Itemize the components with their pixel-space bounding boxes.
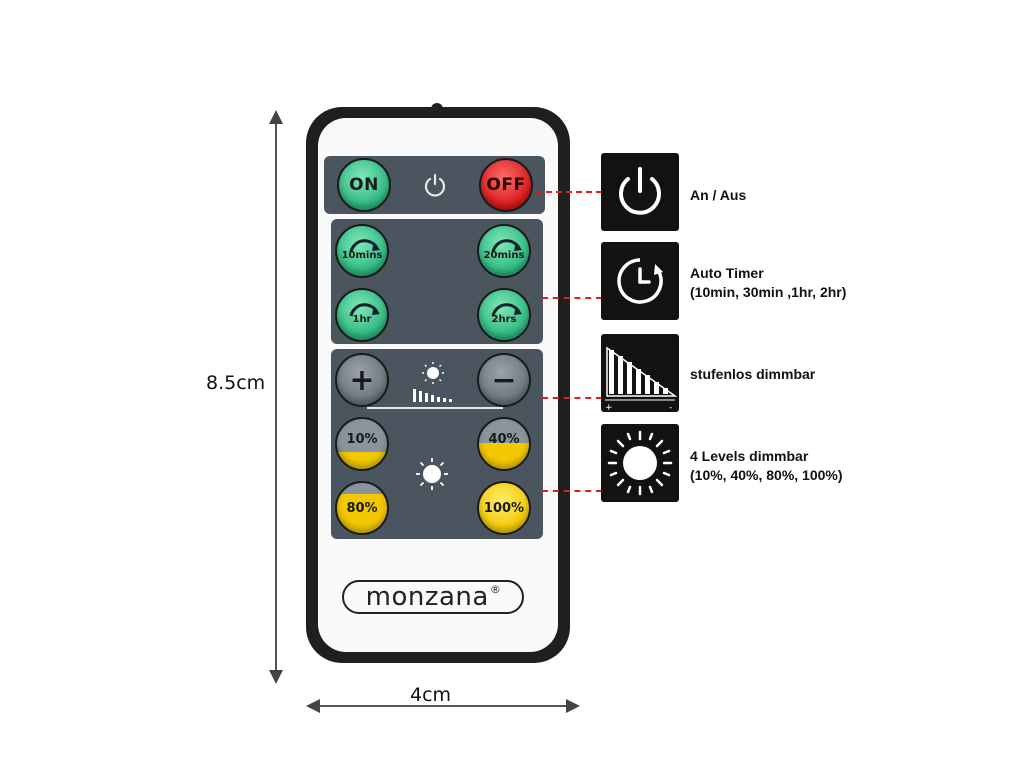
sun-small-icon: [418, 360, 448, 391]
leader-line-power: [536, 191, 602, 193]
level-label: 100%: [483, 500, 525, 516]
height-label: 8.5cm: [206, 372, 266, 394]
arrow-down-icon: [269, 670, 283, 684]
ir-emitter: [431, 103, 443, 109]
timer-arrow-icon: [349, 239, 380, 253]
off-button-label: OFF: [486, 175, 526, 195]
feature-dimmer-label: stufenlos dimmbar: [690, 366, 816, 382]
timer-arrow-icon: [491, 303, 522, 317]
power-icon: [601, 153, 679, 231]
minus-label: −: [491, 362, 517, 398]
dim-minus-button[interactable]: −: [477, 353, 531, 407]
sun-large-icon: [414, 456, 450, 497]
level-100-button[interactable]: 100%: [477, 481, 531, 535]
level-80-button[interactable]: 80%: [335, 481, 389, 535]
feature-timer-label: Auto Timer (10min, 30min ,1hr, 2hr): [690, 264, 846, 302]
svg-text:-: -: [669, 403, 672, 412]
width-label: 4cm: [410, 684, 452, 706]
feature-levels-label: 4 Levels dimmbar (10%, 40%, 80%, 100%): [690, 447, 843, 485]
off-button[interactable]: OFF: [479, 158, 533, 212]
feature-levels-detail: (10%, 40%, 80%, 100%): [690, 467, 843, 483]
dim-plus-button[interactable]: +: [335, 353, 389, 407]
brand-logo: monzana®: [342, 580, 524, 614]
feature-power-label: An / Aus: [690, 187, 747, 203]
leader-line-timer: [542, 297, 602, 299]
power-icon: [422, 172, 448, 203]
sun-brightness-icon: [601, 424, 679, 502]
arrow-up-icon: [269, 110, 283, 124]
timer-20mins-button[interactable]: 20mins: [477, 224, 531, 278]
timer-2hrs-button[interactable]: 2hrs: [477, 288, 531, 342]
dimmer-separator: [367, 407, 503, 409]
timer-arrow-icon: [491, 239, 522, 253]
level-40-button[interactable]: 40%: [477, 417, 531, 471]
width-dimension-line: [312, 705, 578, 707]
clock-timer-icon: [601, 242, 679, 320]
feature-timer-title: Auto Timer: [690, 265, 764, 281]
svg-text:+: +: [605, 403, 613, 412]
on-button[interactable]: ON: [337, 158, 391, 212]
level-label: 10%: [346, 431, 378, 447]
timer-label: 1hr: [352, 313, 372, 325]
plus-label: +: [349, 362, 375, 398]
registered-mark: ®: [489, 582, 502, 596]
timer-label: 2hrs: [491, 313, 517, 325]
timer-1hr-button[interactable]: 1hr: [335, 288, 389, 342]
timer-10mins-button[interactable]: 10mins: [335, 224, 389, 278]
level-label: 80%: [346, 500, 378, 516]
feature-timer-detail: (10min, 30min ,1hr, 2hr): [690, 284, 847, 300]
on-button-label: ON: [349, 175, 379, 195]
leader-line-levels: [542, 490, 602, 492]
dimmer-ramp-icon: + -: [601, 334, 679, 413]
level-label: 40%: [488, 431, 520, 447]
dim-level-bars-icon: [413, 389, 457, 408]
leader-line-dimmer: [542, 397, 602, 399]
timer-label: 20mins: [483, 249, 525, 261]
height-dimension-line: [275, 114, 277, 680]
arrow-left-icon: [306, 699, 320, 713]
level-10-button[interactable]: 10%: [335, 417, 389, 471]
timer-label: 10mins: [341, 249, 383, 261]
feature-levels-title: 4 Levels dimmbar: [690, 448, 809, 464]
timer-arrow-icon: [349, 303, 380, 317]
brand-name: monzana: [365, 582, 489, 612]
arrow-right-icon: [566, 699, 580, 713]
